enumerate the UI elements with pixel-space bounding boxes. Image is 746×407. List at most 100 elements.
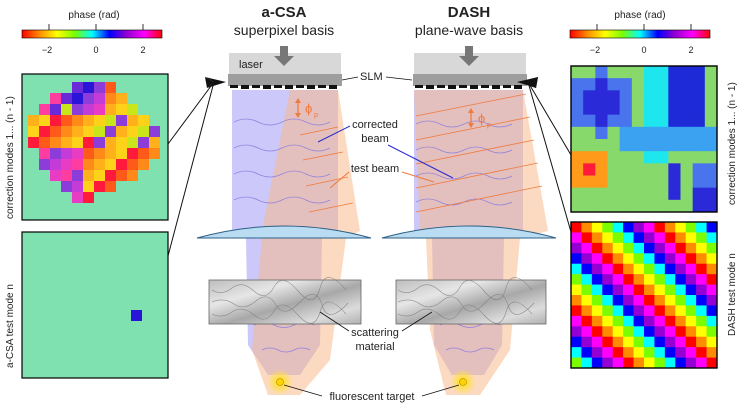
dash-test-pixel [602, 274, 614, 285]
dash-test-pixel [581, 222, 593, 233]
acsa-correction-pixel [83, 126, 94, 137]
dash-test-pixel [706, 326, 718, 338]
dash-correction-pixel [704, 151, 718, 164]
dash-test-pixel [644, 242, 655, 254]
acsa-correction-pixel [28, 126, 39, 137]
dash-correction-pixel [571, 126, 584, 140]
dash-correction-pixel [631, 199, 645, 213]
dash-correction-pixel [631, 163, 645, 176]
dash-correction-pixel [668, 102, 681, 115]
acsa-correction-pixel [28, 115, 39, 126]
dash-correction-pixel [644, 151, 657, 164]
dash-test-pixel [571, 305, 582, 317]
dash-correction-pixel [619, 66, 633, 79]
dash-correction-pixel [619, 90, 633, 103]
dash-test-pixel [664, 263, 676, 275]
dash-test-pixel [696, 274, 707, 285]
dash-correction-pixel [668, 90, 681, 103]
dash-correction-pixel [704, 66, 718, 79]
dash-correction-pixel [668, 175, 681, 188]
dash-test-pixel [612, 357, 624, 369]
acsa-correction-pixel [39, 137, 50, 148]
left-test-label: a-CSA test mode n [5, 284, 16, 368]
dash-correction-pixel [619, 199, 633, 213]
dash-correction-pixel [595, 151, 608, 164]
dash-test-pixel [633, 305, 645, 317]
dash-test-pixel [571, 222, 582, 233]
dash-test-pixel [571, 326, 582, 338]
acsa-correction-pixel [105, 104, 116, 115]
acsa-correction-pixel [105, 148, 116, 159]
acsa-correction-pixel [61, 148, 72, 159]
dash-slm [413, 74, 527, 86]
dash-test-pixel [623, 284, 634, 296]
dash-test-pixel [581, 232, 593, 244]
acsa-correction-pixel [127, 148, 138, 159]
acsa-phi-symbol: ϕ [305, 101, 312, 116]
left-colorbar-tick-0: 0 [93, 45, 98, 55]
acsa-correction-pixel [116, 170, 127, 181]
dash-test-pixel [602, 336, 614, 348]
dash-test-pixel [633, 357, 645, 369]
dash-test-pixel [571, 295, 582, 306]
dash-correction-pixel [607, 66, 620, 79]
dash-test-pixel [706, 232, 718, 244]
acsa-correction-pixel [105, 82, 116, 93]
dash-correction-pixel [583, 139, 596, 152]
dash-correction-pixel [644, 187, 657, 201]
dash-test-pixel [623, 242, 634, 254]
acsa-correction-pixel [83, 148, 94, 159]
dash-test-pixel [581, 274, 593, 285]
dash-heading: DASH [448, 4, 491, 21]
dash-test-pixel [571, 263, 582, 275]
acsa-correction-pixel [83, 82, 94, 93]
dash-correction-pixel [692, 175, 706, 188]
dash-correction-pixel [583, 151, 596, 164]
slm-to-panel-arrows [167, 81, 572, 257]
dash-test-pixel [654, 305, 666, 317]
acsa-correction-pixel [72, 170, 83, 181]
dash-correction-pixel [583, 66, 596, 79]
dash-test-pixel [706, 357, 718, 369]
acsa-correction-pixel [127, 159, 138, 170]
dash-test-pixel [706, 263, 718, 275]
dash-test-pixel [633, 242, 645, 254]
dash-correction-pixel [680, 199, 693, 213]
dash-test-pixel [591, 336, 603, 348]
dash-correction-pixel [607, 199, 620, 213]
dash-test-pixel [675, 336, 687, 348]
dash-correction-pixel [583, 187, 596, 201]
dash-test-pixel [675, 253, 687, 265]
dash-test-pixel [571, 232, 582, 244]
corrected-beam-label-1: corrected [352, 119, 398, 131]
acsa-correction-pixel [50, 159, 61, 170]
dash-test-pixel [696, 232, 707, 244]
acsa-correction-pixel [39, 115, 50, 126]
dash-correction-pixel [607, 90, 620, 103]
dash-correction-pixel [595, 126, 608, 140]
dash-test-pixel [633, 274, 645, 285]
dash-test-pixel [644, 305, 655, 317]
acsa-correction-pixel [94, 115, 105, 126]
dash-test-pixel [685, 305, 697, 317]
dash-test-pixel [633, 347, 645, 358]
dash-correction-pixel [631, 102, 645, 115]
dash-test-pixel [633, 253, 645, 265]
dash-correction-pixel [680, 187, 693, 201]
dash-test-pixel [581, 263, 593, 275]
dash-test-pixel [696, 347, 707, 358]
dash-test-pixel [623, 315, 634, 327]
acsa-subheading: superpixel basis [234, 22, 334, 38]
dash-correction-pixel [656, 163, 669, 176]
dash-test-pixel [696, 357, 707, 369]
dash-correction-pixel [583, 126, 596, 140]
acsa-correction-pixel [127, 170, 138, 181]
dash-test-pixel [675, 357, 687, 369]
acsa-correction-pixel [105, 137, 116, 148]
dash-correction-panel [570, 65, 718, 213]
dash-correction-pixel [619, 114, 633, 128]
dash-correction-pixel [644, 139, 657, 152]
dash-correction-pixel [656, 66, 669, 79]
acsa-correction-pixel [83, 115, 94, 126]
acsa-correction-pixel [50, 115, 61, 126]
